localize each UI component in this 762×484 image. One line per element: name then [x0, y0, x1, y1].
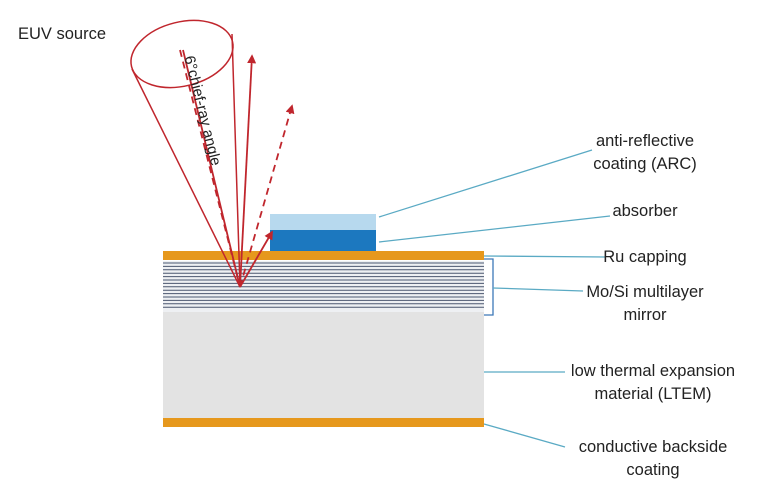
ltem-label: low thermal expansion material (LTEM)	[548, 360, 758, 406]
arc-label-line2: coating (ARC)	[593, 155, 697, 173]
arc-layer	[270, 214, 376, 230]
euv-source-label: EUV source	[18, 25, 107, 43]
leader-backside	[483, 423, 566, 448]
leader-absorber	[378, 215, 611, 243]
reflected-ray-solid	[239, 54, 257, 288]
incident-ray-dashed	[179, 49, 241, 288]
multilayer-label-line2: mirror	[623, 306, 667, 324]
leader-capping	[483, 255, 607, 258]
arc-label-line1: anti-reflective	[595, 132, 695, 150]
absorber-label: absorber	[612, 202, 678, 220]
leader-arc	[378, 149, 593, 218]
absorber-layer	[270, 230, 376, 251]
arc-label: anti-reflective coating (ARC)	[560, 130, 730, 176]
cone-edge-right	[231, 33, 241, 288]
backside-label: conductive backside coating	[548, 436, 758, 482]
incident-ray-solid	[182, 49, 241, 288]
euv-source-cone	[130, 19, 241, 288]
multilayer-mirror	[163, 261, 484, 312]
ltem-label-line1: low thermal expansion	[570, 362, 736, 380]
multilayer-label-line1: Mo/Si multilayer	[586, 283, 704, 301]
ltem-label-line2: material (LTEM)	[594, 385, 712, 403]
capping-label: Ru capping	[603, 248, 687, 266]
cone-edge-left	[131, 68, 241, 288]
ru-capping-layer	[163, 251, 484, 260]
leader-multilayer	[492, 287, 584, 292]
backside-coating-layer	[163, 418, 484, 427]
reflected-ray-dashed	[239, 104, 295, 288]
multilayer-label: Mo/Si multilayer mirror	[560, 281, 730, 327]
reflected-ray-short	[239, 230, 273, 288]
multilayer-bracket	[484, 258, 494, 316]
backside-label-line2: coating	[626, 461, 680, 479]
source-aperture-ellipse	[130, 19, 234, 89]
ltem-substrate	[163, 312, 484, 418]
backside-label-line1: conductive backside	[578, 438, 728, 456]
